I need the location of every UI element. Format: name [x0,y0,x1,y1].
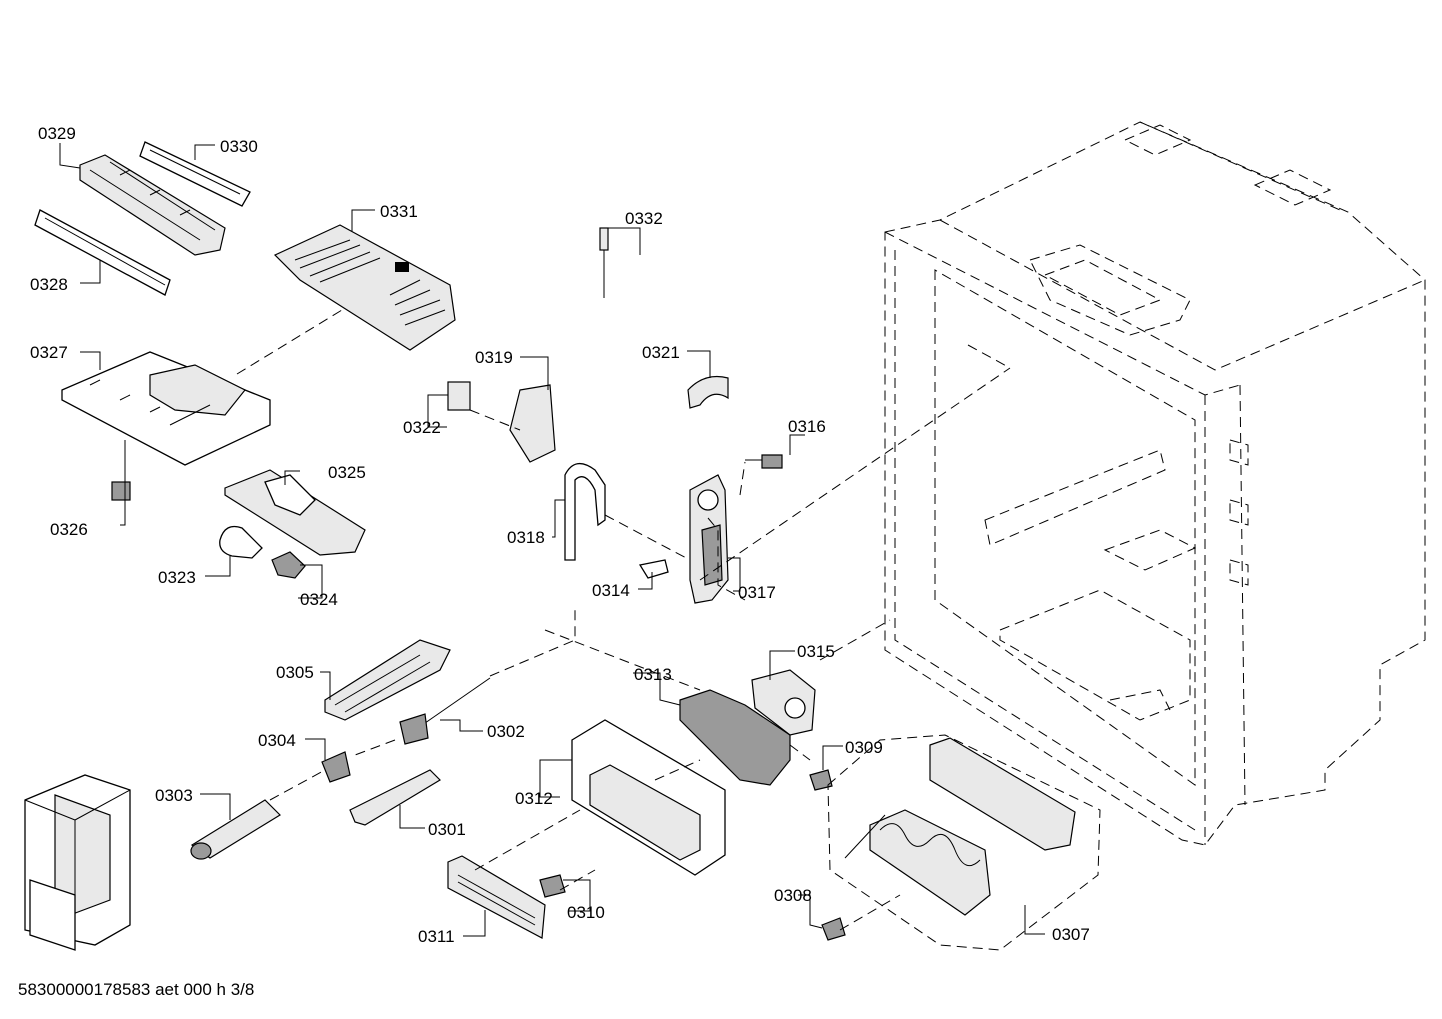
label-0332: 0332 [625,209,663,228]
part-0313-dispenser-cover [679,689,791,786]
label-0304: 0304 [258,731,296,750]
part-0312-bezel [571,719,726,876]
part-0307-evaporator [827,734,1101,951]
part-0328-strip [34,209,171,296]
part-0330-strip [139,141,251,207]
part-0323-bulb [219,525,263,559]
label-0331: 0331 [380,202,418,221]
label-0307: 0307 [1052,925,1090,944]
label-0325: 0325 [328,463,366,482]
label-0315: 0315 [797,642,835,661]
label-0302: 0302 [487,722,525,741]
part-0322-switch [447,381,471,411]
label-0309: 0309 [845,738,883,757]
part-0309-valve [809,769,833,791]
part-0314-clip [638,559,669,579]
part-0326-plug [111,481,131,501]
label-0303: 0303 [155,786,193,805]
label-0316: 0316 [788,417,826,436]
label-0313: 0313 [634,665,672,684]
label-0326: 0326 [50,520,88,539]
part-0311-grille [447,855,546,939]
part-0321-cover [687,375,729,409]
part-0302-heater-rod [399,677,491,745]
part-0301-channel [349,769,441,826]
label-0305: 0305 [276,663,314,682]
part-0319-bracket [509,384,556,463]
label-0319: 0319 [475,348,513,367]
part-0310-screw [539,874,566,898]
assembly-paths [236,309,1011,931]
part-0327-tray [61,351,271,466]
part-labels: 0329 0330 0331 0332 0328 0327 0321 0319 … [30,124,1090,946]
cabinet-outline [884,121,1426,846]
label-0328: 0328 [30,275,68,294]
label-0322: 0322 [403,418,441,437]
label-0310: 0310 [567,903,605,922]
label-0317: 0317 [738,583,776,602]
label-0308: 0308 [774,886,812,905]
part-0318-tube [564,463,606,561]
label-0329: 0329 [38,124,76,143]
label-0327: 0327 [30,343,68,362]
part-0329-control-housing [79,154,226,256]
part-0304-socket [321,751,351,783]
part-0331-cover-plate [273,224,456,351]
part-0317-fan-housing [689,474,729,604]
part-0316-screw [745,454,783,469]
label-0318: 0318 [507,528,545,547]
label-0330: 0330 [220,137,258,156]
label-0321: 0321 [642,343,680,362]
label-0323: 0323 [158,568,196,587]
part-0332-pin [599,227,609,298]
document-code: 58300000178583 aet 000 h 3/8 [18,980,255,999]
part-refrigerator-illustration [24,774,131,951]
part-0324-holder [271,551,306,579]
part-0315-module [751,669,816,736]
label-0324: 0324 [300,590,338,609]
label-0301: 0301 [428,820,466,839]
label-0312: 0312 [515,789,553,808]
label-0311: 0311 [418,927,455,946]
part-0303-filter [190,799,281,860]
leader-lines [59,143,1045,937]
part-0325-air-channel [224,469,366,556]
part-0305-rail [324,639,451,721]
label-0314: 0314 [592,581,630,600]
part-0308-screw [821,917,846,941]
